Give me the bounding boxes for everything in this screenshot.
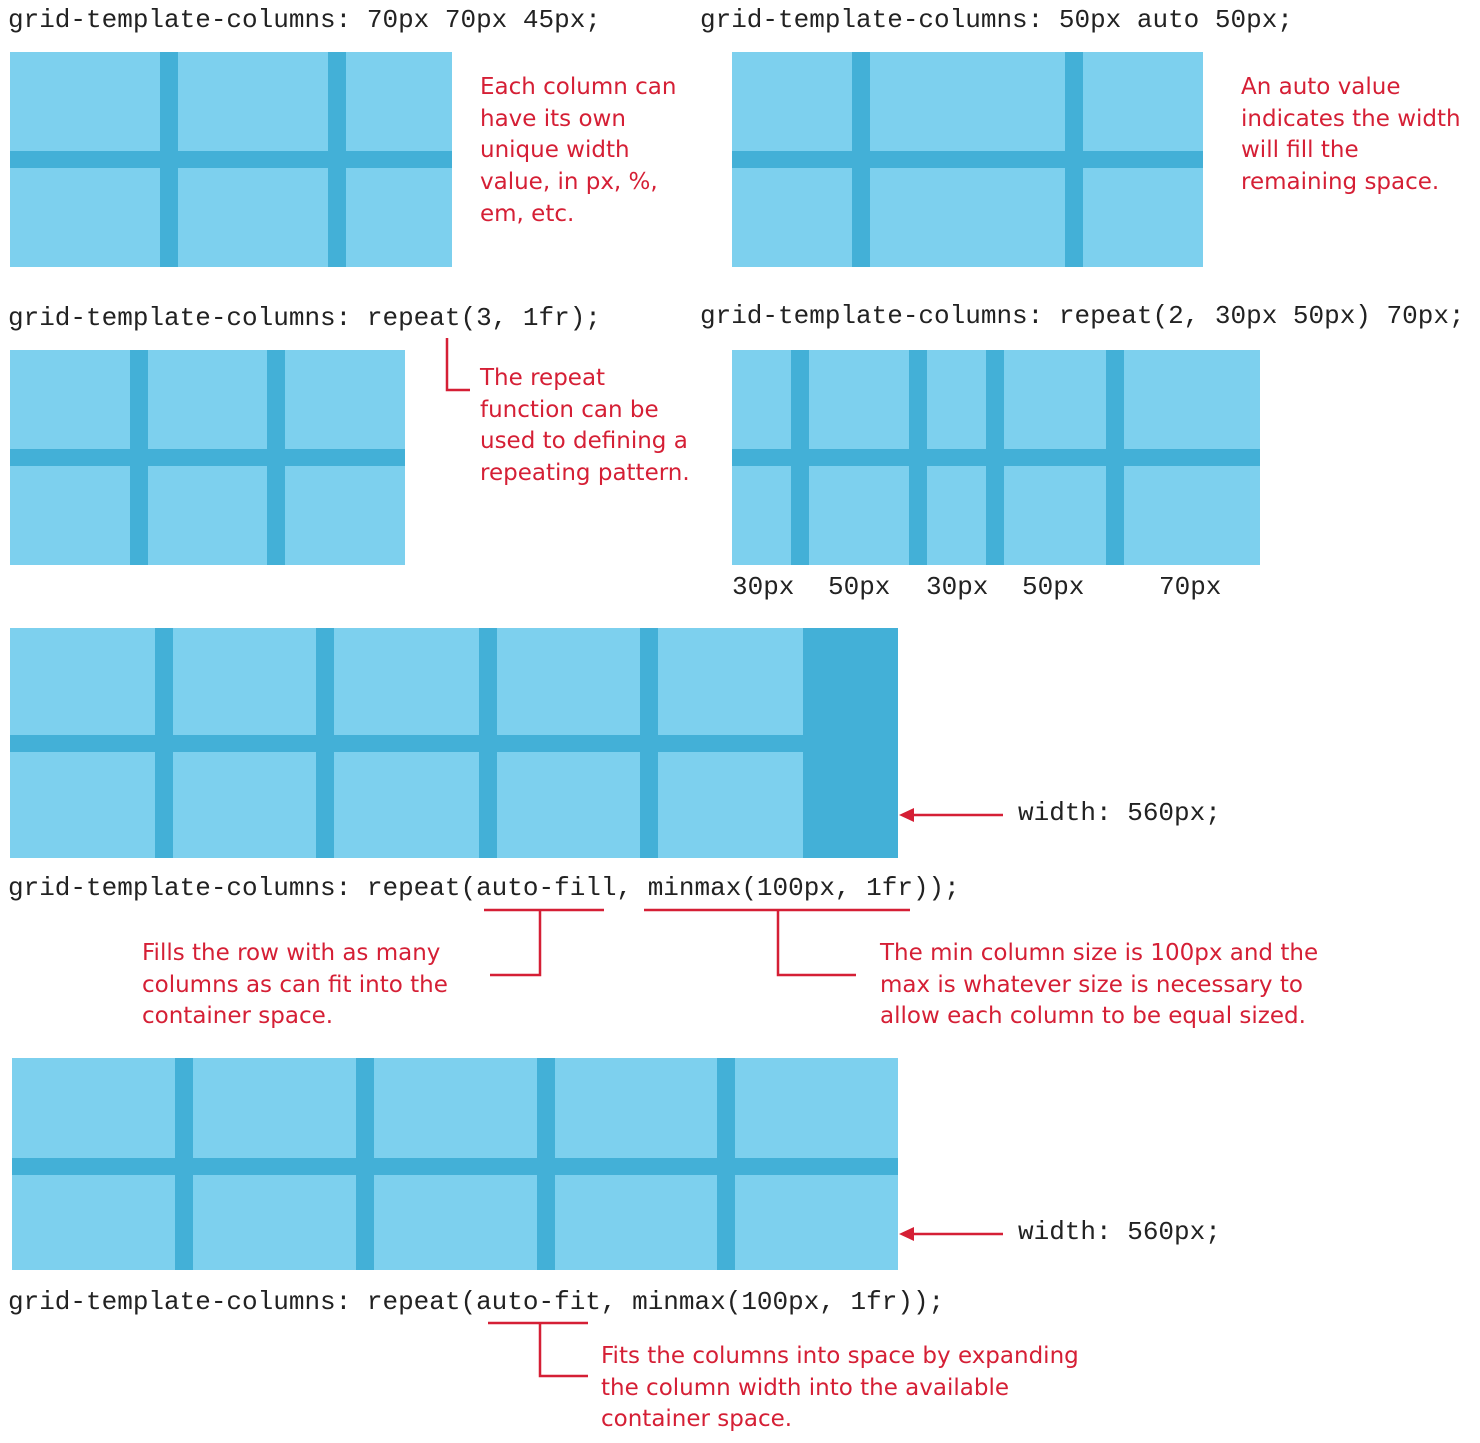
column-gap bbox=[356, 1058, 374, 1270]
column-label: 50px bbox=[828, 572, 891, 602]
grid-repeat-pattern bbox=[732, 350, 1260, 565]
code-repeat-fr: grid-template-columns: repeat(3, 1fr); bbox=[8, 303, 601, 333]
grid-auto-column bbox=[732, 52, 1203, 267]
repeat-connector bbox=[445, 338, 470, 392]
grid-auto-fill bbox=[10, 628, 898, 858]
note-repeat: The repeat function can be used to defin… bbox=[480, 365, 690, 487]
code-fixed-columns: grid-template-columns: 70px 70px 45px; bbox=[8, 5, 601, 35]
row-gap bbox=[10, 735, 898, 752]
column-label: 30px bbox=[732, 572, 795, 602]
column-gap bbox=[316, 628, 334, 858]
width-label: width: 560px; bbox=[1018, 798, 1221, 828]
column-gap bbox=[537, 1058, 555, 1270]
row-gap bbox=[10, 449, 405, 466]
code-auto-column: grid-template-columns: 50px auto 50px; bbox=[700, 5, 1293, 35]
grid-repeat-fr bbox=[10, 350, 405, 565]
column-gap bbox=[852, 52, 870, 267]
row-gap bbox=[732, 151, 1203, 168]
note-auto-column: An auto value indicates the width will f… bbox=[1241, 74, 1461, 196]
column-gap bbox=[130, 350, 148, 565]
note-fixed-columns: Each column can have its own unique widt… bbox=[480, 74, 677, 227]
column-gap bbox=[717, 1058, 735, 1270]
arrow-head-icon bbox=[899, 808, 914, 822]
auto-fit-connector bbox=[538, 1323, 588, 1378]
column-gap bbox=[175, 1058, 193, 1270]
column-gap bbox=[791, 350, 809, 565]
minmax-connector bbox=[776, 910, 856, 977]
column-gap bbox=[1065, 52, 1083, 267]
column-gap bbox=[986, 350, 1004, 565]
column-gap bbox=[160, 52, 178, 267]
grid-auto-fit bbox=[12, 1058, 898, 1270]
arrow-head-icon bbox=[899, 1227, 914, 1241]
column-gap bbox=[1106, 350, 1124, 565]
column-gap bbox=[155, 628, 173, 858]
row-gap bbox=[12, 1158, 898, 1175]
note-auto-fit: Fits the columns into space by expanding… bbox=[601, 1343, 1079, 1433]
column-label: 30px bbox=[926, 572, 989, 602]
code-auto-fill: grid-template-columns: repeat(auto-fill,… bbox=[8, 873, 960, 903]
note-auto-fill: Fills the row with as many columns as ca… bbox=[142, 940, 448, 1030]
unused-space bbox=[803, 628, 898, 858]
width-label: width: 560px; bbox=[1018, 1217, 1221, 1247]
column-gap bbox=[640, 628, 658, 858]
note-minmax: The min column size is 100px and the max… bbox=[880, 940, 1319, 1030]
column-gap bbox=[267, 350, 285, 565]
column-label: 70px bbox=[1159, 572, 1222, 602]
column-label: 50px bbox=[1022, 572, 1085, 602]
column-gap bbox=[479, 628, 497, 858]
code-repeat-pattern: grid-template-columns: repeat(2, 30px 50… bbox=[700, 301, 1465, 331]
grid-fixed-columns bbox=[10, 52, 452, 267]
auto-fill-connector bbox=[490, 910, 542, 977]
column-gap bbox=[909, 350, 927, 565]
code-auto-fit: grid-template-columns: repeat(auto-fit, … bbox=[8, 1287, 945, 1317]
column-gap bbox=[328, 52, 346, 267]
